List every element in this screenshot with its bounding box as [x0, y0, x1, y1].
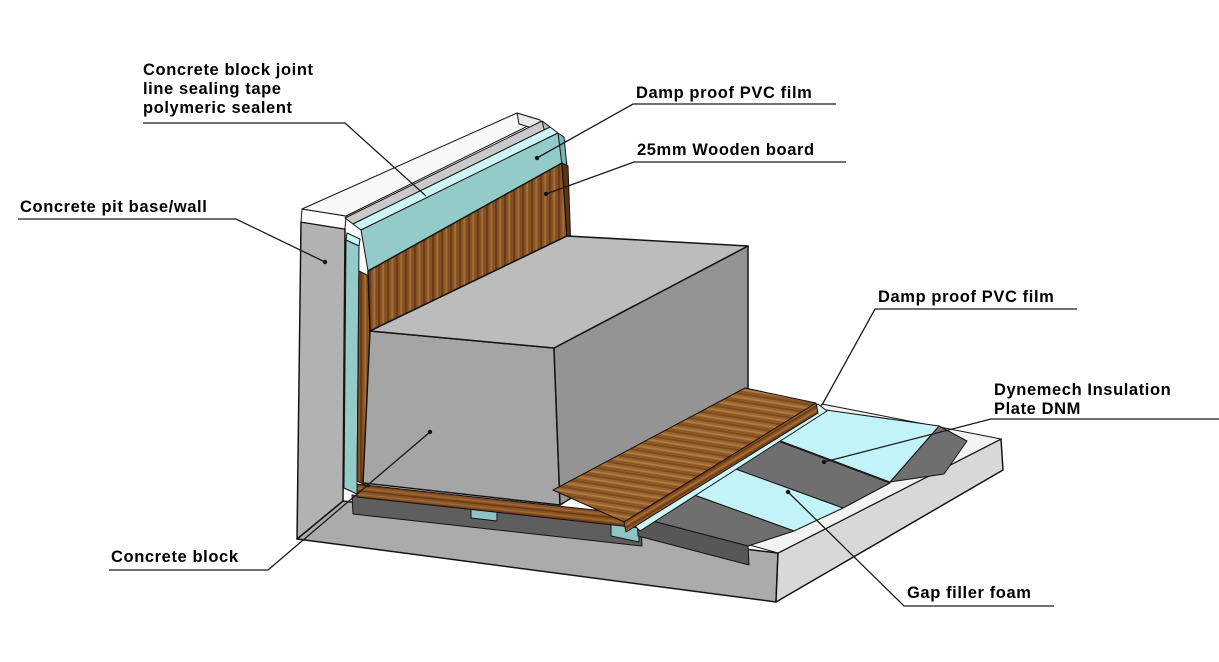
leader-sealing-tape [143, 122, 427, 197]
leader-concrete-block [109, 431, 431, 571]
leader-dot [785, 489, 791, 495]
leader-damp-top [536, 103, 836, 159]
callout-pit-base-wall: Concrete pit base/wall [20, 198, 207, 217]
callout-text: Gap filler foam [907, 584, 1032, 602]
leader-dnm [823, 418, 1219, 463]
leader-dot [322, 259, 328, 265]
callout-text: line sealing tape [143, 80, 282, 98]
leader-dot [543, 191, 549, 197]
callout-text: polymeric sealent [143, 99, 293, 117]
leader-pit-wall [18, 218, 326, 263]
callout-wooden-board: 25mm Wooden board [637, 141, 815, 160]
callout-text: Concrete pit base/wall [20, 198, 208, 216]
callout-text: Damp proof PVC film [878, 288, 1055, 306]
concrete-pit-wall-face [296, 221, 346, 540]
leader-dot [534, 155, 540, 161]
callout-concrete-block: Concrete block [111, 548, 239, 567]
concrete-block-front [362, 330, 561, 506]
callout-gap-filler-foam: Gap filler foam [907, 584, 1032, 603]
leader-dot [821, 459, 827, 465]
callout-damp-proof-film-top: Damp proof PVC film [636, 84, 812, 103]
callout-text: Concrete block joint [143, 61, 314, 79]
callout-sealing-tape: Concrete block joint line sealing tape p… [143, 61, 314, 118]
insulation-plate-front [636, 516, 750, 566]
callout-text: Dynemech Insulation [994, 381, 1172, 399]
callout-text: Plate DNM [994, 400, 1081, 418]
leader-gap-foam [787, 491, 1054, 607]
concrete-block-top [369, 235, 749, 349]
leader-dot [427, 429, 433, 435]
callout-text: 25mm Wooden board [637, 141, 815, 159]
leader-damp-right [821, 308, 1077, 406]
callout-damp-proof-film-right: Damp proof PVC film [878, 288, 1054, 307]
leader-wooden-board [545, 161, 846, 195]
callout-text: Concrete block [111, 548, 239, 566]
floor-wooden-plank-front [623, 402, 819, 533]
callout-insulation-plate-dnm: Dynemech Insulation Plate DNM [994, 381, 1171, 419]
callout-text: Damp proof PVC film [636, 84, 813, 102]
